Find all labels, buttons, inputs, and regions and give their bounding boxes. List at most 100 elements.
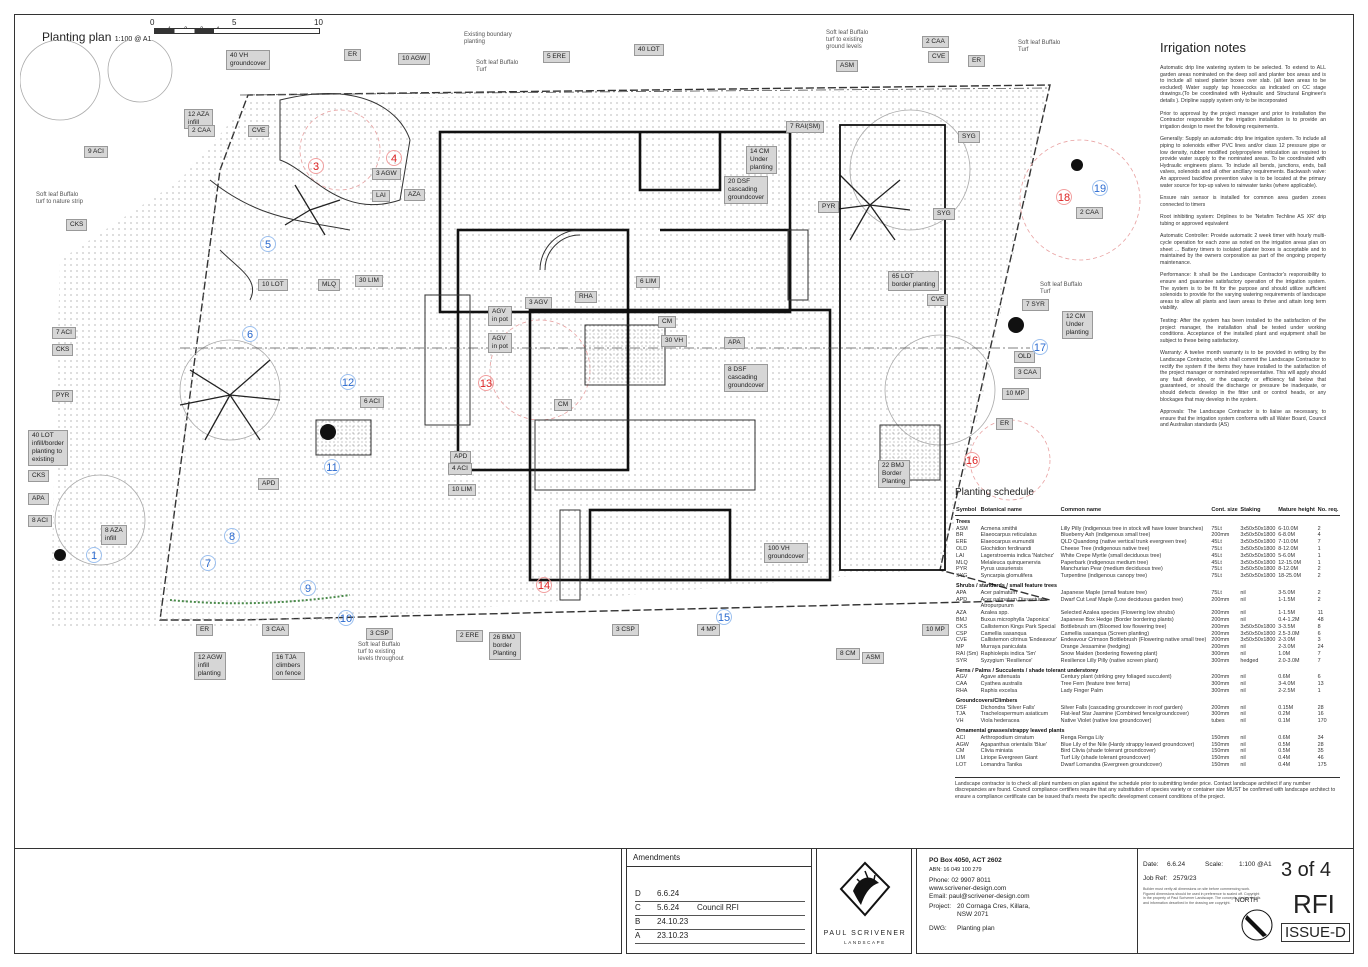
marker-1: 1 (86, 547, 102, 563)
tag: 6 ACI (360, 396, 384, 408)
schedule-cell: CKS (956, 623, 968, 630)
schedule-cell: 0.6M (1278, 674, 1291, 681)
irrigation-para: Warranty: A twelve month warranty is to … (1160, 350, 1326, 403)
schedule-cell: Cheese Tree (indigenous native tree) (1060, 545, 1150, 552)
schedule-group-name: Ornamental grasses/strappy leaved plants (956, 727, 1065, 734)
tag: 65 LOT border planting (888, 271, 940, 291)
schedule-cell: nil (1240, 616, 1246, 623)
schedule-header: Staking (1239, 506, 1278, 516)
scale-value: 1:100 @A1 (1239, 861, 1272, 868)
schedule-cell: 7-10.0M (1278, 539, 1298, 546)
note: Soft leaf Buffalo turf to existing groun… (826, 30, 869, 50)
schedule-cell: 3x50x50x1800 (1240, 573, 1276, 580)
schedule-cell: 300mm (1211, 681, 1230, 688)
marker-18: 18 (1056, 189, 1072, 205)
schedule-cell: 75Lt (1211, 545, 1222, 552)
note: Soft leaf Buffalo Turf (1040, 282, 1083, 295)
schedule-cell: nil (1240, 681, 1246, 688)
irrigation-title: Irrigation notes (1160, 40, 1246, 55)
schedule-cell: QLD Quandong (native vertical trunk ever… (1060, 539, 1187, 546)
schedule-cell: Acmena smithii (980, 525, 1018, 532)
tag: LAI (372, 190, 390, 202)
abn: ABN: 16 049 100 279 (929, 867, 982, 873)
schedule-cell: 1 (1317, 559, 1321, 566)
tag: AZA (404, 189, 425, 201)
marker-19: 19 (1092, 180, 1108, 196)
schedule-cell: 28 (1317, 704, 1324, 711)
schedule-cell: 8 (1317, 623, 1321, 630)
tag: 7 RAI(SM) (786, 121, 825, 133)
schedule-cell: VH (956, 718, 964, 725)
schedule-cell: 150mm (1211, 755, 1230, 762)
irrigation-para: Approvals: The Landscape Contractor is t… (1160, 409, 1326, 429)
schedule-cell: 3-5.0M (1278, 589, 1295, 596)
schedule-cell: Raphiolepis indica 'Sm' (980, 650, 1037, 657)
tag: AGV in pot (488, 333, 512, 353)
schedule-cell: 200mm (1211, 644, 1230, 651)
schedule-cell: 300mm (1211, 657, 1230, 664)
schedule-cell: 0.6M (1278, 734, 1291, 741)
tag: CVE (927, 294, 949, 306)
schedule-cell: 0.2M (1278, 711, 1291, 718)
schedule-cell: 34 (1317, 734, 1324, 741)
dwg-title: Planting plan (957, 925, 995, 932)
schedule-cell: LAI (956, 552, 965, 559)
schedule-cell: 2.0-3.0M (1278, 657, 1300, 664)
schedule-cell: 5-6.0M (1278, 552, 1295, 559)
tag: 10 AGW (398, 53, 431, 65)
tag: 20 DSF cascading groundcover (724, 176, 769, 204)
tag: APD (450, 451, 472, 463)
schedule-cell (955, 603, 980, 610)
schedule-cell: 18-25.0M (1278, 573, 1301, 580)
marker-17: 17 (1032, 339, 1048, 355)
schedule-cell: 75Lt (1211, 525, 1222, 532)
schedule-cell (1317, 603, 1340, 610)
schedule-cell: nil (1240, 650, 1246, 657)
irrigation-para: Prior to approval by the project manager… (1160, 110, 1326, 130)
scale-label: Scale: (1205, 861, 1224, 868)
schedule-cell: 6-8.0M (1278, 532, 1295, 539)
schedule-cell: 12-15.0M (1278, 559, 1301, 566)
schedule-cell: 2 (1317, 596, 1321, 603)
schedule-cell: Native Violet (native low groundcover) (1060, 718, 1152, 725)
schedule-cell: Lagerstroemia indica 'Natchez' (980, 552, 1055, 559)
schedule-cell (1277, 603, 1316, 610)
schedule-cell: Liriope Evergreen Giant (980, 755, 1038, 762)
schedule-title: Planting schedule (955, 487, 1034, 498)
schedule-cell: 3x50x50x1800 (1240, 539, 1276, 546)
schedule-cell: Manchurian Pear (medium deciduous tree) (1060, 566, 1163, 573)
marker-16: 16 (964, 452, 980, 468)
schedule-cell: 200mm (1211, 610, 1230, 617)
schedule-group: Ornamental grasses/strappy leaved plants (955, 725, 1340, 735)
irrigation-para: Root inhibiting system: Driplines to be … (1160, 214, 1326, 227)
schedule-cell: 150mm (1211, 741, 1230, 748)
tag: 9 ACI (84, 146, 108, 158)
project-address: 20 Cornaga Cres, Killara, (957, 903, 1030, 910)
tag: 12 CM Under planting (1062, 311, 1093, 339)
schedule-cell: RAI (Sm) (956, 650, 979, 657)
schedule-cell: 2-3.0M (1278, 644, 1295, 651)
schedule-cell: 0.4-1.2M (1278, 616, 1300, 623)
schedule-cell: 1.0M (1278, 650, 1291, 657)
schedule-cell: 6 (1317, 674, 1321, 681)
schedule-cell: APD (956, 596, 968, 603)
schedule-cell: 300mm (1211, 711, 1230, 718)
irrigation-para: Performance: It shall be the Landscape C… (1160, 272, 1326, 312)
tag: 40 VH groundcover (226, 50, 271, 70)
schedule-cell: Camellia sasanqua (980, 630, 1027, 637)
logo-panel: PAUL SCRIVENER LANDSCAPE (816, 848, 912, 954)
tag: SYG (958, 131, 980, 143)
plan-title: Planting plan 1:100 @ A1 (42, 30, 152, 44)
schedule-cell: Pyrus ussuriensis (980, 566, 1023, 573)
